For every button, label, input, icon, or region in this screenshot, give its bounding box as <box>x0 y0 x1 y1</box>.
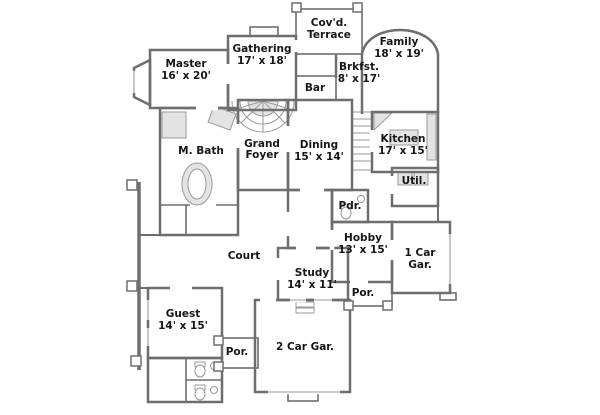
room-label-guest: Guest <box>166 308 200 320</box>
room-label-pdr: Pdr. <box>339 200 362 212</box>
door-openings-layer <box>170 40 395 303</box>
sink-icon-bath2 <box>210 386 218 394</box>
room-label-grand-foyer-2: Foyer <box>245 149 279 161</box>
door-gaps <box>170 40 395 303</box>
room-label-m-bath: M. Bath <box>178 145 224 157</box>
post-porch-bottom-2 <box>213 361 224 372</box>
room-label-gathering: Gathering <box>232 43 291 55</box>
wall-gathering-bump <box>249 26 279 37</box>
room-dim-study: 14' x 11' <box>287 279 337 291</box>
room-label-1-car-gar-2: Gar. <box>408 259 431 271</box>
windows-layer <box>131 71 453 395</box>
wall-porch-right <box>347 281 393 307</box>
post-porch-right-1 <box>343 300 354 311</box>
posts-layer <box>126 2 393 372</box>
room-label-dining: Dining <box>300 139 338 151</box>
room-label-master: Master <box>165 58 207 70</box>
room-label-bar: Bar <box>305 82 326 94</box>
window-lines <box>133 71 332 346</box>
wall-terrace <box>295 8 363 55</box>
post-terrace-left <box>291 2 302 13</box>
wall-guest-bath-partitions <box>185 358 222 402</box>
room-label-porch-bottom: Por. <box>226 346 249 358</box>
room-dim-kitchen: 17' x 15' <box>378 145 428 157</box>
toilet-icon-bath2 <box>194 387 206 401</box>
room-dim-family: 18' x 19' <box>374 48 424 60</box>
room-dim-gathering: 17' x 18' <box>237 55 287 67</box>
fixtures-layer <box>161 100 437 401</box>
room-label-grand-foyer: Grand <box>244 138 280 150</box>
room-label-hobby: Hobby <box>344 232 382 244</box>
fireplace <box>207 105 237 131</box>
back-stairs-treads <box>352 118 372 162</box>
post-porch-bottom-1 <box>213 335 224 346</box>
kitchen-counter <box>426 113 437 161</box>
room-label-brkfst: Brkfst. <box>339 61 379 73</box>
room-label-covd-terrace-2: Terrace <box>307 29 351 41</box>
toilet-icon-pdr <box>340 206 352 220</box>
room-label-2-car-gar: 2 Car Gar. <box>276 341 334 353</box>
room-label-util: Util. <box>402 175 427 187</box>
wall-family <box>360 28 440 114</box>
garage-step-1 <box>295 301 315 308</box>
sink-icon-pdr <box>357 195 365 203</box>
toilet-icon-bath1 <box>194 364 206 378</box>
post-court-bottom <box>130 355 142 367</box>
step-1car <box>439 292 457 301</box>
post-porch-right-2 <box>382 300 393 311</box>
post-court-mid <box>126 280 138 292</box>
grand-stair-spokes <box>232 100 294 132</box>
post-court-top <box>126 179 138 191</box>
room-dim-master: 16' x 20' <box>161 70 211 82</box>
wall-hall <box>286 188 334 250</box>
room-label-court: Court <box>228 250 261 262</box>
kitchen-island <box>389 129 419 146</box>
wall-porch-bottom <box>221 337 259 369</box>
room-label-study: Study <box>295 267 330 279</box>
labels-layer: Cov'd. Terrace Family 18' x 19' Gatherin… <box>158 17 436 358</box>
bathtub-inner <box>187 168 207 200</box>
garage-step-2 <box>295 307 315 314</box>
wall-mbath-closets <box>160 204 238 235</box>
room-dim-brkfst: 8' x 17' <box>338 73 380 85</box>
wall-master-bay <box>132 57 152 108</box>
kitchen-pantry-corner <box>373 112 394 132</box>
room-label-porch-right: Por. <box>352 287 375 299</box>
room-dim-dining: 15' x 14' <box>294 151 344 163</box>
room-label-1-car-gar: 1 Car <box>405 247 437 259</box>
room-dim-guest: 14' x 15' <box>158 320 208 332</box>
room-label-kitchen: Kitchen <box>380 133 425 145</box>
room-label-covd-terrace: Cov'd. <box>311 17 347 29</box>
shower <box>161 111 187 139</box>
room-label-family: Family <box>380 36 419 48</box>
post-terrace-right <box>352 2 363 13</box>
room-dim-hobby: 13' x 15' <box>338 244 388 256</box>
